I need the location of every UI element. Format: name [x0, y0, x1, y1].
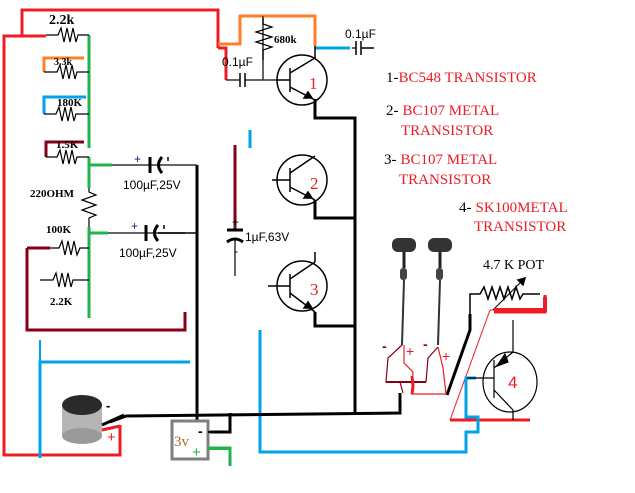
mic-plus: + [107, 429, 116, 446]
legend-3-name: BC107 METAL [401, 152, 498, 168]
earphone-left [392, 238, 416, 346]
label-r-220ohm: 220OHM [30, 188, 75, 200]
legend-4-name2: TRANSISTOR [474, 219, 566, 235]
legend-2-name: BC107 METAL [403, 103, 500, 119]
capacitors [144, 41, 374, 244]
resistor-labels: 2.2k 3.3k 180K 1.5K 220OHM 100K 2.2K 680… [30, 13, 298, 308]
resistor-680k [253, 18, 275, 60]
label-r-1.5k: 1.5K [56, 139, 79, 151]
resistor-220ohm [80, 188, 98, 227]
legend-4-name: SK100METAL [476, 200, 568, 216]
battery-3v [170, 414, 231, 466]
legend-item-3: 3-BC107 METAL [384, 152, 497, 168]
wire-red [2, 8, 547, 457]
cap-plus-bottom: + [131, 219, 138, 233]
cap-plus-1uF: + [232, 215, 239, 229]
battery-label: 3v [174, 434, 190, 450]
wire-maroon [25, 140, 237, 332]
label-r-680k: 680k [274, 34, 298, 46]
potentiometer-4.7k [469, 276, 547, 314]
label-r-2.2k: 2.2k [49, 13, 75, 28]
capacitor-labels: 0.1µF 0.1µF 100µF,25V 100µF,25V 1µF,63V [119, 27, 376, 260]
legend-2-num: 2- [386, 103, 399, 119]
microphone [62, 395, 125, 444]
transistor-4: 4 [467, 320, 538, 420]
label-c-100uF-bottom: 100µF,25V [119, 246, 177, 260]
transistor-3: 3 [268, 252, 328, 313]
capacitor-100uF-top [148, 156, 169, 174]
resistor-1.5k [46, 148, 89, 165]
battery-plus: + [192, 444, 201, 461]
capacitor-polarity: + + + - [131, 152, 239, 258]
legend-3-num: 3- [384, 152, 397, 168]
resistor-180k [44, 105, 89, 122]
transistor-2-number: 2 [310, 174, 319, 193]
legend-1-num: 1- [386, 70, 399, 86]
label-r-2.2k-bottom: 2.2K [50, 296, 73, 308]
legend-4-num: 4- [459, 200, 472, 216]
resistors [40, 18, 275, 288]
capacitor-1uF [226, 228, 244, 244]
resistor-3.3k [44, 63, 89, 80]
label-c-100uF-top: 100µF,25V [123, 178, 181, 192]
resistor-2.2k-top [46, 26, 89, 43]
transistor-2: 2 [272, 154, 328, 206]
capacitor-100uF-bottom [144, 224, 197, 242]
legend-1-name: BC548 TRANSISTOR [399, 70, 537, 86]
legend: 1-BC548 TRANSISTOR 2-BC107 METAL TRANSIS… [384, 70, 568, 235]
battery-minus: - [198, 423, 203, 439]
resistor-2.2k-bottom [40, 271, 89, 288]
earphone-polarity: - + - + [382, 336, 450, 364]
legend-3-name2: TRANSISTOR [399, 172, 491, 188]
capacitor-0.1uF-output [355, 41, 374, 55]
label-r-3.3k: 3.3k [54, 57, 73, 68]
earphone-left-plus: + [406, 343, 414, 359]
transistor-3-number: 3 [310, 280, 319, 299]
transistor-1: 1 [276, 46, 328, 106]
wire-orange [42, 14, 317, 72]
transistor-4-number: 4 [508, 373, 517, 392]
label-r-100k: 100K [46, 224, 72, 236]
cap-minus-1uF: - [234, 244, 238, 258]
earphone-wires [385, 344, 447, 395]
earphone-right-plus: + [442, 348, 450, 364]
legend-item-1: 1-BC548 TRANSISTOR [386, 70, 537, 86]
earphone-right-minus: - [423, 336, 428, 352]
label-c-0.1uF-output: 0.1µF [345, 27, 376, 41]
capacitor-0.1uF-base [239, 73, 246, 87]
cap-plus-top: + [134, 152, 141, 166]
label-r-180k: 180K [57, 97, 83, 109]
label-c-0.1uF-base: 0.1µF [222, 55, 253, 69]
legend-2-name2: TRANSISTOR [401, 123, 493, 139]
legend-item-4: 4-SK100METAL [459, 200, 568, 216]
legend-item-2: 2-BC107 METAL [386, 103, 499, 119]
transistor-1-number: 1 [309, 74, 318, 93]
resistor-100k [50, 239, 89, 257]
mic-minus: - [106, 398, 110, 413]
pot-label: 4.7 K POT [483, 258, 545, 273]
label-c-1uF: 1µF,63V [245, 230, 289, 244]
earphone-right [428, 238, 452, 346]
earphone-left-minus: - [382, 338, 387, 354]
